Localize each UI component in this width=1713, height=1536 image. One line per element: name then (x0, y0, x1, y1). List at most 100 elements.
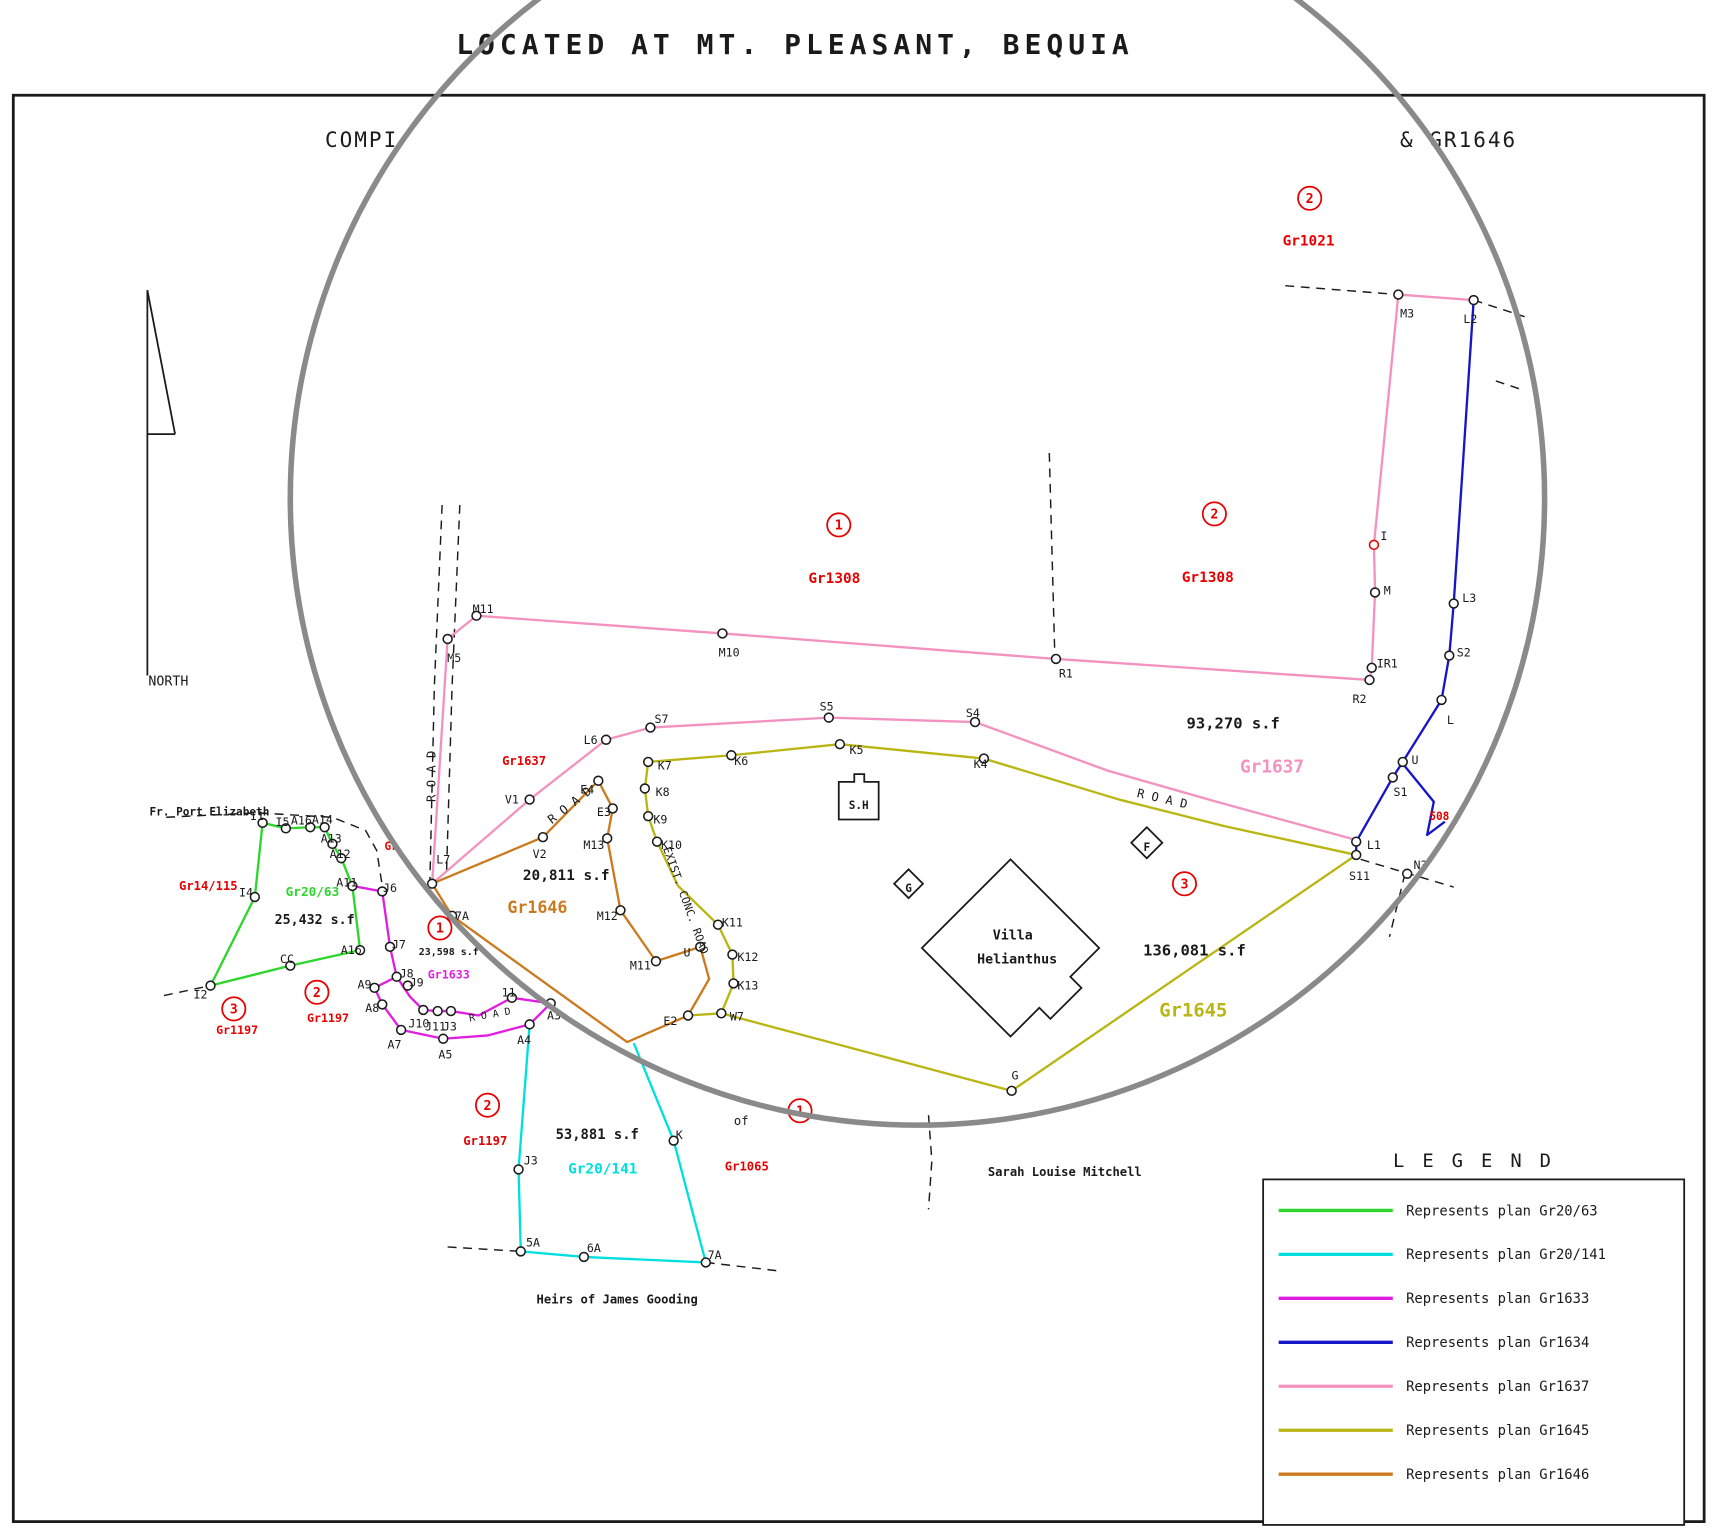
map-label: I5 (276, 815, 290, 829)
survey-point (728, 978, 739, 989)
map-label: K10 (661, 838, 682, 852)
map-label: L3 (1462, 591, 1476, 605)
parcel-number-badge (1201, 501, 1227, 527)
survey-point (369, 982, 380, 994)
map-label: M (1384, 583, 1391, 597)
survey-point (305, 822, 316, 833)
sheet-border (11, 93, 1706, 1523)
survey-point (823, 712, 835, 723)
map-label: IR1 (1377, 656, 1398, 670)
legend-entry-label: Represents plan Gr1634 (1406, 1335, 1589, 1351)
map-label: Villa (993, 927, 1033, 943)
parcel-number: 2 (1210, 507, 1218, 522)
survey-point (1448, 598, 1459, 609)
plan-boundary-pink (446, 614, 1370, 682)
survey-point (377, 999, 388, 1010)
survey-point (639, 783, 651, 794)
survey-point (402, 980, 413, 991)
survey-point (471, 610, 482, 621)
survey-point (593, 775, 604, 786)
map-label: K7 (658, 758, 672, 772)
map-label: R O A D (1136, 786, 1189, 811)
survey-point (515, 1246, 526, 1257)
map-label: 6A (587, 1241, 601, 1255)
map-label: A12 (330, 847, 351, 861)
g-marker-diamond (892, 868, 925, 900)
map-label: K (676, 1128, 683, 1142)
plan-boundary-magenta (395, 976, 551, 1017)
map-label: S1 (1394, 785, 1408, 799)
parcel-number: 2 (313, 986, 321, 1001)
survey-point (717, 628, 728, 639)
map-label: EXIST. CONC. ROAD (660, 845, 711, 956)
map-label: L6 (584, 733, 598, 747)
map-label: L (1447, 713, 1454, 727)
map-label: E4 (580, 783, 594, 797)
map-label: 53,881 s.f (556, 1127, 639, 1143)
plan-boundary-olive (983, 757, 1357, 857)
survey-point (716, 1008, 727, 1019)
survey-point (1366, 662, 1377, 673)
map-label: 23,598 s.f (419, 947, 479, 958)
parcel-dashed-boundary (1285, 284, 1399, 296)
plan-boundary-magenta (352, 884, 398, 978)
parcel-number-badge (304, 979, 330, 1005)
map-label: M12 (597, 909, 618, 923)
map-label: Gr1065 (725, 1159, 769, 1173)
map-label: A11 (336, 876, 357, 890)
survey-point (506, 992, 518, 1003)
map-label: M11 (630, 959, 651, 973)
plan-boundary-blue (1355, 300, 1475, 855)
survey-point (327, 838, 338, 850)
survey-point (651, 836, 663, 847)
map-label: J7 (392, 938, 406, 952)
survey-point (727, 949, 738, 960)
survey-point (1393, 289, 1404, 300)
map-label: 93,270 s.f (1187, 715, 1280, 733)
plan-boundary-orange (687, 946, 711, 1017)
legend-entry-label: Represents plan Gr1633 (1406, 1291, 1589, 1307)
map-label: 5A (526, 1236, 540, 1250)
legend-entry-label: Represents plan Gr1637 (1406, 1379, 1589, 1395)
survey-point (384, 941, 396, 953)
survey-point (1351, 836, 1362, 847)
parcel-number: 1 (835, 519, 843, 534)
map-label: Gr1308 (808, 571, 860, 587)
survey-point (1364, 674, 1375, 686)
map-label: G (905, 882, 912, 895)
survey-point (513, 1164, 524, 1175)
map-label: 25,432 s.f (275, 913, 355, 928)
map-label: R O A D (468, 1006, 511, 1024)
survey-point (418, 1004, 429, 1016)
survey-point (537, 832, 549, 843)
map-label: S11 (1349, 869, 1370, 883)
survey-point (1436, 694, 1447, 706)
map-label: A16 (291, 814, 312, 828)
map-label: Gr1308 (1182, 570, 1234, 586)
survey-point (834, 738, 846, 750)
plan-boundary-cyan (517, 1024, 531, 1252)
map-label: F (1143, 841, 1150, 854)
map-label: Gr1633 (428, 968, 470, 982)
parcel-dashed-boundary (705, 1261, 783, 1273)
survey-point (1351, 849, 1362, 861)
map-label: L7 (436, 852, 450, 866)
map-label: A16 (341, 943, 362, 957)
survey-point (1387, 772, 1398, 783)
map-label: J8 (400, 967, 414, 981)
parcel-dashed-boundary (447, 1246, 521, 1253)
map-label: A7 (387, 1037, 401, 1051)
survey-point (700, 1257, 712, 1268)
parcel-number-badge (475, 1092, 501, 1118)
map-label: Gr1646 (507, 898, 567, 917)
survey-point (257, 817, 268, 829)
map-label: J11 (425, 1020, 446, 1034)
survey-point (1050, 653, 1062, 665)
legend-entry-label: Represents plan Gr1646 (1406, 1467, 1589, 1483)
map-label: G (1011, 1068, 1018, 1082)
map-label: Gr1021 (1283, 233, 1335, 249)
villa-helianthus-building (920, 858, 1101, 1038)
map-label: CC (280, 952, 294, 966)
survey-point (205, 980, 216, 991)
map-label: Heirs of James Gooding (537, 1292, 698, 1306)
